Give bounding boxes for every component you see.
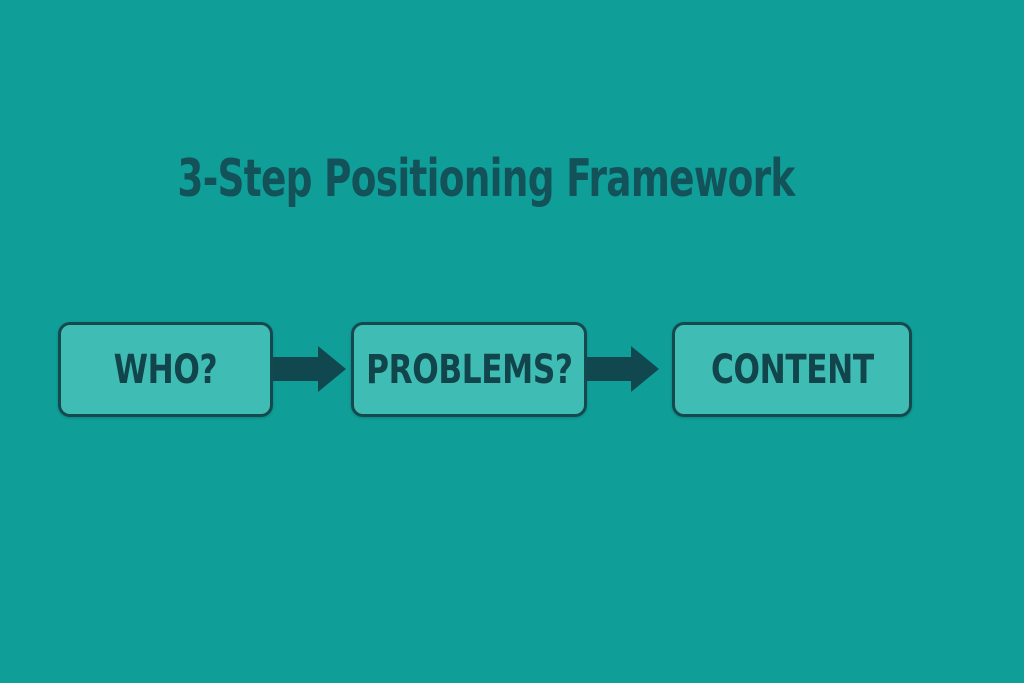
page-title-text: 3-Step Positioning Framework — [177, 149, 795, 209]
arrow-right-icon — [273, 345, 347, 393]
flow-box-who: WHO? — [58, 322, 273, 417]
flow-box-content: CONTENT — [672, 322, 912, 417]
flow-box-content-label: CONTENT — [710, 346, 874, 393]
flow-box-problems-label: PROBLEMS? — [365, 346, 573, 393]
flow-box-problems: PROBLEMS? — [351, 322, 587, 417]
arrow-right-icon — [586, 345, 660, 393]
flow-box-who-label: WHO? — [113, 346, 218, 393]
page-title: 3-Step Positioning Framework — [57, 148, 914, 210]
